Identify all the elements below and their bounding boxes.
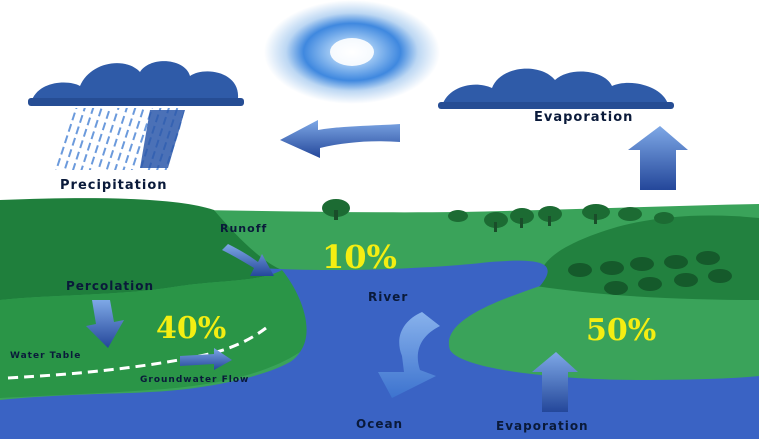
- evaporation-cloud: [438, 68, 674, 109]
- ocean-label: Ocean: [356, 417, 403, 431]
- precipitation-label: Precipitation: [60, 178, 168, 193]
- groundwater-flow-label: Groundwater Flow: [140, 375, 249, 385]
- right-hill: [536, 215, 759, 300]
- percolation-percentage: 40%: [156, 311, 226, 346]
- left-hill: [0, 198, 282, 300]
- rain-cloud: [28, 61, 244, 106]
- trees-right-hill: [568, 251, 732, 295]
- wind-arrow-left: [280, 120, 400, 158]
- evaporation-top-label: Evaporation: [534, 110, 633, 125]
- left-bank: [0, 270, 307, 398]
- evaporation-bottom-label: Evaporation: [496, 419, 589, 433]
- runoff-percentage: 10%: [322, 238, 397, 276]
- water-table-label: Water Table: [10, 351, 81, 361]
- river-flow-arrow: [378, 312, 440, 398]
- percolation-label: Percolation: [66, 279, 154, 293]
- runoff-arrow: [222, 244, 274, 276]
- percolation-arrow: [86, 300, 124, 348]
- rain-streaks: [55, 108, 185, 170]
- trees-background: [322, 199, 674, 232]
- runoff-label: Runoff: [220, 222, 267, 235]
- water-table-line: [7, 326, 267, 380]
- groundwater-flow-arrow: [180, 348, 232, 370]
- river-label: River: [368, 290, 408, 304]
- evaporation-percentage: 50%: [586, 313, 656, 348]
- water-body: [0, 260, 759, 439]
- evaporation-up-arrow: [628, 126, 688, 190]
- evaporation-bottom-arrow: [532, 352, 578, 412]
- sun-icon: [264, 0, 440, 104]
